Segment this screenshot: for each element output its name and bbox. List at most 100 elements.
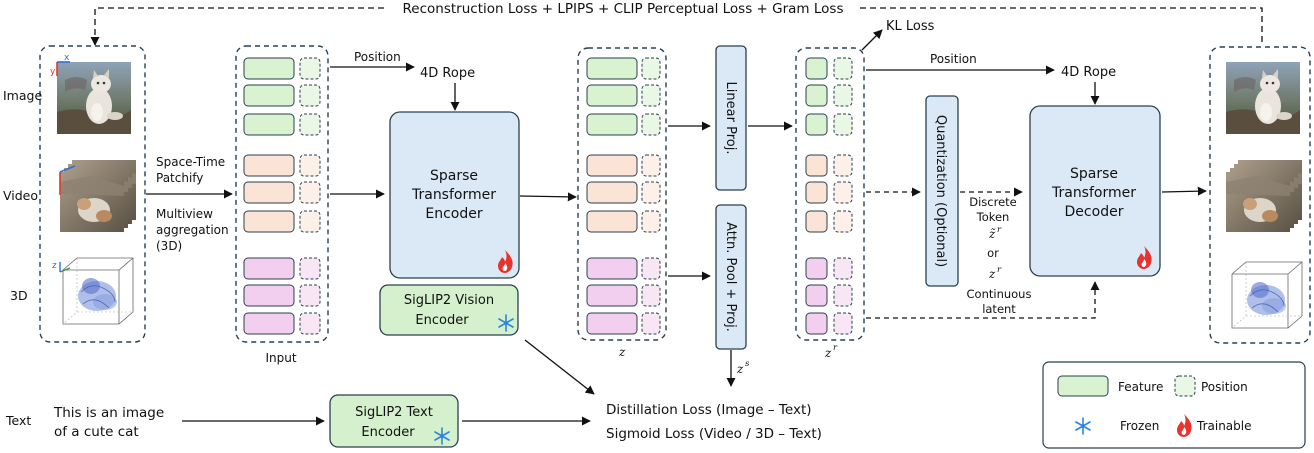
- decoder-position-path: Position 4D Rope: [866, 52, 1116, 105]
- svg-text:Sparse: Sparse: [430, 168, 478, 184]
- legend-trainable-label: Trainable: [1196, 419, 1251, 433]
- feature-token: [805, 181, 828, 204]
- feature-token: [805, 57, 828, 80]
- svg-text:r: r: [997, 265, 1002, 275]
- sparse-transformer-decoder: Sparse Transformer Decoder: [1029, 105, 1161, 277]
- quantization-block: Quantization (Optional): [925, 95, 959, 287]
- feature-token: [805, 257, 828, 280]
- flame-icon: [1137, 246, 1152, 269]
- position-token: [299, 284, 321, 307]
- svg-text:z: z: [824, 346, 832, 360]
- discrete-token-symbol: z̃: [988, 227, 996, 241]
- feature-token: [805, 312, 828, 335]
- decoder-to-output-arrow: [1161, 186, 1207, 196]
- position-token: [299, 181, 321, 204]
- zr-token-column: [795, 47, 865, 341]
- sigmoid-loss-label: Sigmoid Loss (Video / 3D – Text): [606, 426, 822, 442]
- input-column-label: Input: [265, 351, 296, 365]
- svg-text:Linear Proj.: Linear Proj.: [723, 82, 738, 155]
- position-token: [833, 84, 853, 107]
- legend: Feature Position Frozen Trainable: [1042, 361, 1306, 449]
- svg-text:Decoder: Decoder: [1065, 204, 1124, 220]
- patchify-labels: Space-Time Patchify Multiview aggregatio…: [146, 155, 233, 253]
- flame-icon: [1177, 414, 1192, 437]
- position-token: [833, 210, 853, 233]
- feature-token: [586, 84, 638, 107]
- feature-token: [243, 57, 295, 80]
- feature-token: [243, 257, 295, 280]
- svg-text:s: s: [745, 359, 750, 369]
- siglip2-text-encoder: SigLIP2 Text Encoder: [329, 394, 459, 448]
- snowflake-icon: [498, 314, 514, 332]
- modality-label-text: Text: [5, 413, 31, 428]
- svg-text:Transformer: Transformer: [1051, 185, 1136, 201]
- patchify-label-line1: Space-Time: [156, 155, 225, 169]
- input-token-column: [235, 45, 329, 343]
- reconstruction-loss-label: Reconstruction Loss + LPIPS + CLIP Perce…: [403, 1, 844, 17]
- reconstructed-video-frames: [1226, 160, 1302, 232]
- svg-text:Quantization (Optional): Quantization (Optional): [933, 115, 948, 267]
- position-token: [299, 113, 321, 136]
- feature-token: [586, 57, 638, 80]
- svg-text:r: r: [833, 343, 838, 353]
- continuous-latent-path: [866, 281, 1100, 319]
- continuous-label-line2: latent: [982, 302, 1016, 316]
- continuous-label-line1: Continuous: [967, 287, 1032, 301]
- position-token: [641, 181, 661, 204]
- output-reconstruction-panel: [1209, 46, 1311, 344]
- 3d-point-cloud-thumbnail: [62, 257, 134, 325]
- z-token-column: [577, 47, 667, 341]
- reconstruction-loss-loop: Reconstruction Loss + LPIPS + CLIP Perce…: [90, 1, 1263, 46]
- decoder-position-label: Position: [930, 52, 977, 66]
- svg-text:Encoder: Encoder: [361, 425, 415, 440]
- feature-token: [805, 284, 828, 307]
- svg-text:Encoder: Encoder: [425, 206, 482, 222]
- position-token: [833, 257, 853, 280]
- feature-token: [586, 257, 638, 280]
- video-frames-thumbnail: [59, 160, 136, 232]
- svg-text:SigLIP2 Text: SigLIP2 Text: [355, 405, 433, 420]
- or-label: or: [987, 246, 999, 260]
- legend-position-swatch: [1174, 375, 1196, 397]
- z-axis-letter: z: [52, 261, 57, 271]
- reconstructed-3d-point-cloud: [1231, 261, 1303, 329]
- position-token: [833, 57, 853, 80]
- multiview-label-line1: Multiview: [156, 207, 213, 221]
- linear-projection-block: Linear Proj.: [715, 45, 747, 191]
- reconstructed-cat-image: [1226, 62, 1300, 134]
- position-token: [833, 312, 853, 335]
- feature-token: [586, 312, 638, 335]
- feature-token: [243, 113, 295, 136]
- svg-text:SigLIP2 Vision: SigLIP2 Vision: [404, 293, 494, 308]
- position-token: [641, 284, 661, 307]
- encoder-position-path: Position 4D Rope: [330, 50, 475, 111]
- feature-token: [805, 154, 828, 177]
- svg-text:r: r: [997, 225, 1002, 235]
- svg-text:Attn. Pool + Proj.: Attn. Pool + Proj.: [723, 222, 738, 332]
- y-axis-letter: y: [50, 67, 56, 77]
- input-modalities-panel: Image Video 3D x y z: [3, 45, 146, 343]
- vision-encoder-to-loss-arrow: [524, 339, 595, 395]
- feature-token: [805, 113, 828, 136]
- feature-token: [243, 84, 295, 107]
- feature-token: [243, 284, 295, 307]
- feature-token: [243, 210, 295, 233]
- position-token: [299, 154, 321, 177]
- position-token: [641, 84, 661, 107]
- text-input-line2: of a cute cat: [54, 424, 139, 440]
- position-token: [299, 312, 321, 335]
- multiview-label-line2: aggregation: [156, 223, 229, 237]
- legend-feature-swatch: [1057, 375, 1109, 397]
- svg-text:Sparse: Sparse: [1070, 166, 1118, 182]
- svg-text:Transformer: Transformer: [411, 187, 496, 203]
- text-branch: Text This is an image of a cute cat SigL…: [5, 394, 591, 448]
- feature-token: [586, 113, 638, 136]
- modality-label-video: Video: [3, 188, 38, 203]
- feature-token: [586, 181, 638, 204]
- encoder-to-z-arrow: [519, 192, 577, 202]
- position-token: [641, 257, 661, 280]
- distillation-loss-label: Distillation Loss (Image – Text): [606, 402, 812, 418]
- decoder-4d-rope-label: 4D Rope: [1061, 65, 1116, 80]
- snowflake-icon: [434, 427, 450, 445]
